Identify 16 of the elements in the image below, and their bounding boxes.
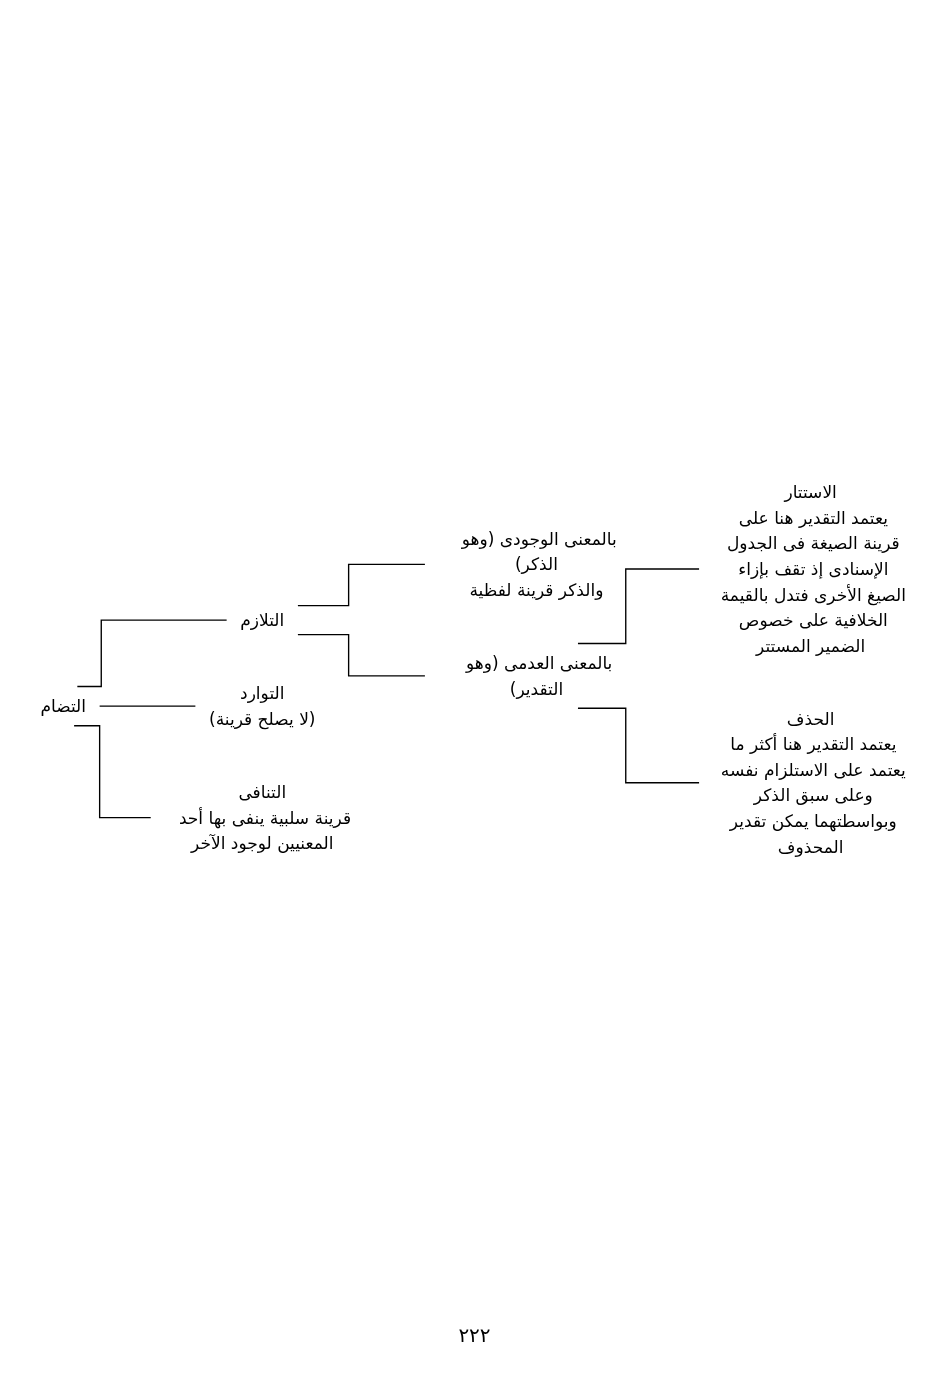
connector (577, 568, 700, 645)
connector (73, 725, 152, 819)
node-text: التضام (40, 696, 87, 717)
connector (98, 705, 197, 708)
node-text: التنافى قرينة سلبية ينفى بها أحد المعنيين لوجود الآخر (178, 782, 352, 854)
page-number: ٢٢٢ (458, 1323, 491, 1347)
node-text: التلازم (240, 610, 285, 631)
node-text: الاستتار يعتمد التقدير هنا على قرينة الصيغة فى الجدول الإسنادى إذ تقف بإزاء الصيغ الأخرى فتدل بالقيمة الخلافية على خصوص الضمير المستتر (720, 482, 906, 657)
connector (297, 634, 426, 678)
connector (76, 619, 228, 688)
node-text: بالمعنى العدمى (وهو التقدير) (465, 653, 613, 700)
node-text: التوارد (لا يصلح قرينة) (209, 683, 316, 730)
node-text: الحذف يعتمد التقدير هنا أكثر ما يعتمد على الاستلزام نفسه وعلى سبق الذكر وبواسطتهما يمكن تقدير المحذوف (720, 709, 906, 858)
node-text: بالمعنى الوجودى (وهو الذكر) والذكر قرينة لفظية (461, 529, 617, 601)
connector (297, 564, 426, 607)
connector (577, 708, 700, 784)
